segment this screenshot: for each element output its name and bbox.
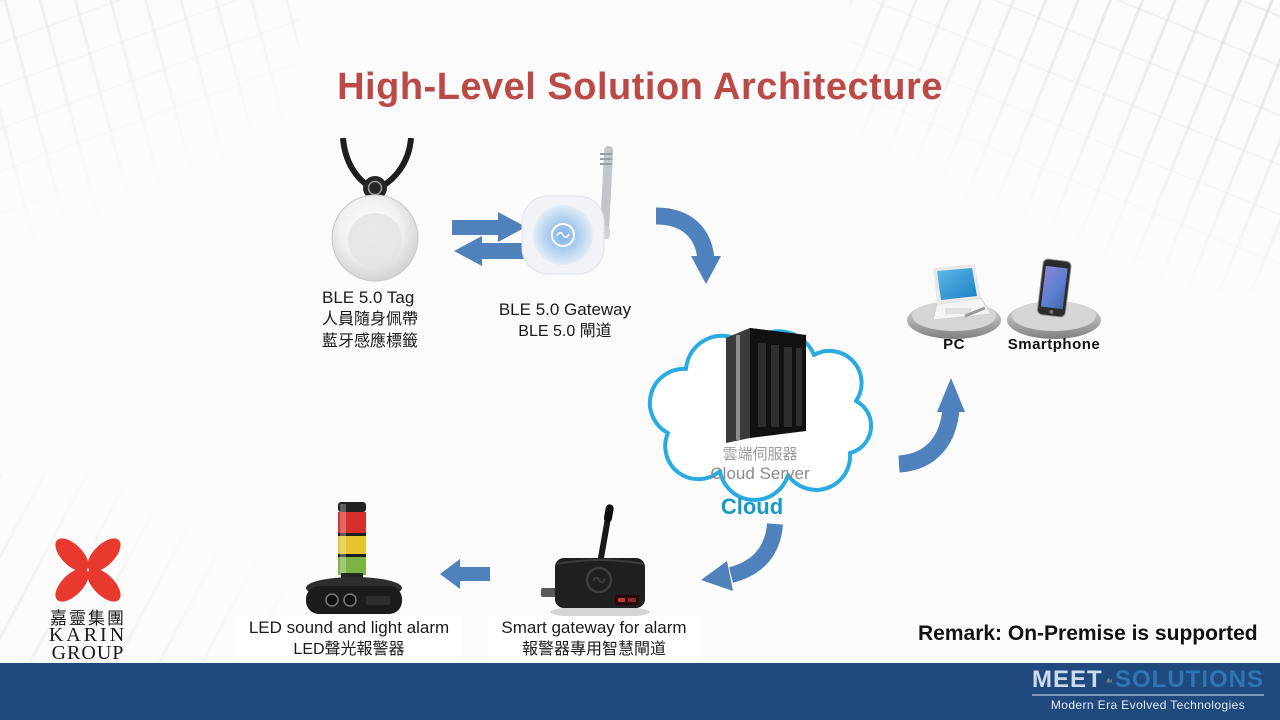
solutions-word: SOLUTIONS	[1114, 666, 1264, 693]
meet-solutions-wordmark: MEET SOLUTIONS	[1032, 668, 1264, 696]
ble-gateway-label: BLE 5.0 Gateway BLE 5.0 閘道	[485, 299, 645, 343]
bidirectional-arrow-icon	[452, 212, 528, 266]
pc-icon	[907, 264, 1001, 339]
cloud-caption: Cloud	[720, 494, 784, 519]
left-arrow-icon	[440, 559, 490, 589]
meet-word: MEET	[1032, 666, 1103, 693]
equalizer-bars-icon	[1105, 677, 1112, 683]
smart-gateway-label-zh: 報警器專用智慧閘道	[521, 641, 666, 658]
ble-gateway-icon	[521, 146, 614, 275]
smartphone-icon	[1007, 258, 1101, 339]
cloud-server-label-zh: 雲端伺服器	[722, 446, 797, 463]
ble-tag-icon	[331, 138, 419, 282]
karin-group-name-line1: KARIN	[48, 624, 128, 646]
smart-gateway-label-en: Smart gateway for alarm	[501, 618, 687, 637]
background-buildings-top-right	[850, 0, 1280, 290]
smart-gateway-label: Smart gateway for alarm 報警器專用智慧閘道	[488, 616, 700, 663]
curved-arrow-down-icon	[655, 207, 721, 284]
meet-solutions-logo: MEET SOLUTIONS Modern Era Evolved Techno…	[1032, 668, 1264, 712]
smartphone-label: Smartphone	[1007, 336, 1101, 353]
karin-group-name-line2: GROUP	[51, 642, 125, 664]
ble-tag-label-zh1: 人員隨身佩帶	[322, 311, 419, 328]
smart-gateway-icon	[541, 504, 650, 618]
cloud-server-icon: 雲端伺服器 Cloud Server	[647, 328, 874, 502]
pc-label: PC	[943, 336, 965, 353]
led-alarm-label-zh: LED聲光報警器	[293, 641, 405, 658]
ble-gateway-label-en: BLE 5.0 Gateway	[498, 300, 632, 319]
curved-arrow-down-left-icon	[701, 523, 783, 591]
led-alarm-icon	[306, 502, 402, 614]
karin-group-logo-icon	[55, 538, 121, 602]
ble-tag-label-en: BLE 5.0 Tag	[322, 288, 415, 307]
ble-tag-label-zh2: 藍牙感應標籤	[322, 333, 419, 350]
footer-bar: MEET SOLUTIONS Modern Era Evolved Techno…	[0, 663, 1280, 720]
ble-gateway-label-zh: BLE 5.0 閘道	[518, 323, 612, 340]
ble-tag-label: BLE 5.0 Tag 人員隨身佩帶 藍牙感應標籤	[322, 287, 418, 353]
led-alarm-label-en: LED sound and light alarm	[248, 618, 450, 637]
karin-group-name-zh: 嘉靈集團	[50, 609, 126, 628]
led-alarm-label: LED sound and light alarm LED聲光報警器	[236, 616, 462, 663]
page-title: High-Level Solution Architecture	[337, 66, 943, 108]
cloud-server-label-en: Cloud Server	[710, 464, 810, 483]
curved-arrow-up-icon	[898, 378, 965, 473]
background-buildings-top-left	[0, 0, 300, 250]
remark-text: Remark: On-Premise is supported	[918, 622, 1258, 645]
meet-solutions-tagline: Modern Era Evolved Technologies	[1050, 698, 1246, 712]
